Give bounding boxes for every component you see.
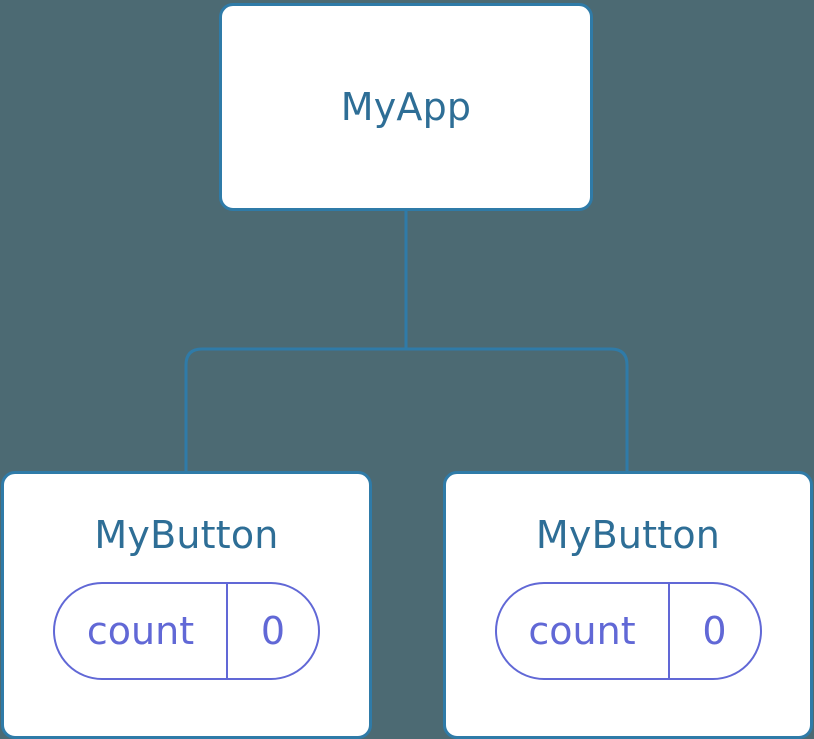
node-myapp[interactable]: MyApp <box>219 3 593 211</box>
state-pill-key-2: count <box>528 609 636 653</box>
node-mybutton-2[interactable]: MyButton count 0 <box>443 471 813 739</box>
state-pill-count-2[interactable]: count 0 <box>494 582 762 680</box>
state-pill-value-cell-1: 0 <box>228 584 318 678</box>
state-pill-count-1[interactable]: count 0 <box>53 582 320 680</box>
node-myapp-label: MyApp <box>340 85 472 129</box>
state-pill-value-1: 0 <box>260 609 286 653</box>
state-pill-value-cell-2: 0 <box>670 584 760 678</box>
edge-root-to-child-left <box>184 347 406 471</box>
node-mybutton-1-label: MyButton <box>94 513 279 557</box>
state-pill-key-cell-2: count <box>497 584 670 678</box>
state-pill-value-2: 0 <box>702 609 727 653</box>
state-pill-key-1: count <box>86 609 195 653</box>
edge-root-to-child-right <box>406 347 629 471</box>
node-mybutton-2-label: MyButton <box>535 513 721 557</box>
node-mybutton-1[interactable]: MyButton count 0 <box>1 471 372 739</box>
state-pill-key-cell-1: count <box>55 584 228 678</box>
